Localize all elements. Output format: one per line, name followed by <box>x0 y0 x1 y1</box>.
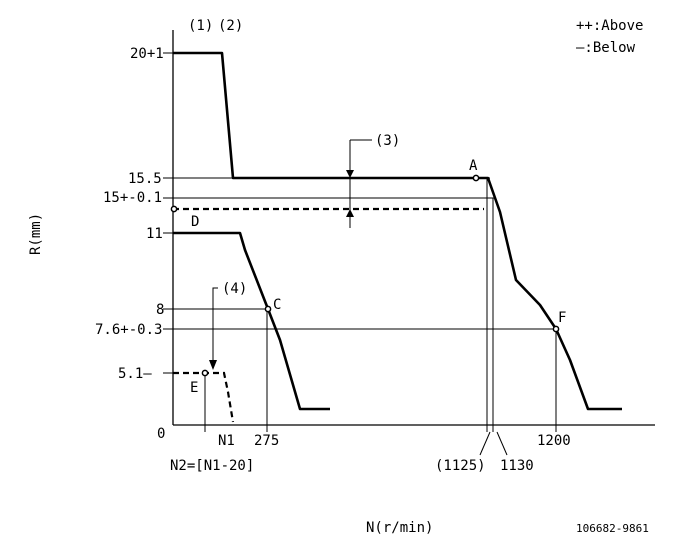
point-c-marker <box>264 305 272 313</box>
tick-pointer-left <box>479 431 491 456</box>
point-d-marker <box>170 205 178 213</box>
full-load-curve <box>173 51 622 411</box>
x-tick-1130: 1130 <box>500 458 534 474</box>
legend-above: ++:Above <box>576 18 643 34</box>
y-tick-0: 0 <box>157 426 165 442</box>
point-a-marker <box>472 174 480 182</box>
point-e-marker <box>201 369 209 377</box>
point-f-marker <box>552 325 560 333</box>
dim-3-arrow-down <box>346 170 354 178</box>
document-code: 106682-9861 <box>576 522 649 535</box>
note-2: (2) <box>218 18 243 34</box>
note-4: (4) <box>222 281 247 297</box>
dim-3-arrow-up <box>346 209 354 217</box>
y-tick-8: 8 <box>156 302 164 318</box>
y-axis-title: R(mm) <box>28 213 44 255</box>
legend-below: —:Below <box>576 40 636 56</box>
leader-4-arrow <box>209 360 217 370</box>
label-f: F <box>558 310 566 326</box>
y-tick-7-6: 7.6+-0.3 <box>95 322 162 338</box>
tick-pointer-right <box>496 431 508 456</box>
x-tick-275: 275 <box>254 433 279 449</box>
x-tick-1200: 1200 <box>537 433 571 449</box>
y-tick-5-1: 5.1— <box>118 366 152 382</box>
leader-4 <box>212 287 218 366</box>
label-e: E <box>190 380 198 396</box>
label-c: C <box>273 297 281 313</box>
x-axis-title: N(r/min) <box>366 520 433 536</box>
label-a: A <box>469 158 478 174</box>
y-tick-20: 20+1 <box>130 46 164 62</box>
dashed-e-curve <box>173 371 235 423</box>
note-1: (1) <box>188 18 213 34</box>
n2-definition: N2=[N1-20] <box>170 458 254 474</box>
y-tick-11: 11 <box>146 226 163 242</box>
y-tick-15: 15+-0.1 <box>103 190 162 206</box>
x-tick-n1: N1 <box>218 433 235 449</box>
x-tick-1125: (1125) <box>435 458 486 474</box>
note-3: (3) <box>375 133 400 149</box>
label-d: D <box>191 214 199 230</box>
y-tick-15-5: 15.5 <box>128 171 162 187</box>
